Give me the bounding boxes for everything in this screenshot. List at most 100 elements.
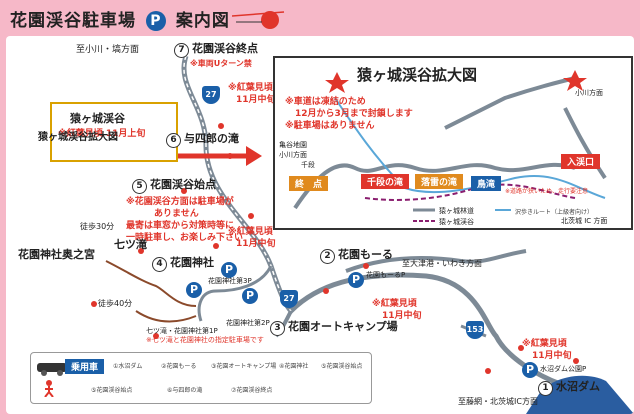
inset-caution: ※道路が狭いため、走行要注意	[505, 188, 589, 195]
dam-lot: 水沼ダム公園P	[540, 365, 587, 373]
sarugajo-arrow-label: 猿ヶ城渓谷拡大図	[38, 132, 118, 143]
inset-legend-walk: 沢歩きルート（上級者向け）	[515, 209, 594, 216]
title-right: 案内図	[175, 11, 230, 31]
inset-title: 猿ヶ城渓谷拡大図	[357, 66, 478, 84]
koyo-7-line2: 11月中旬	[236, 95, 276, 105]
legend-row2-item3: ⑦花園渓谷終点	[231, 387, 273, 394]
parking-icon-mall: P	[348, 272, 364, 288]
inset-note: ※車道は凍結のため 12月から3月まで封鎖します ※駐車場はありません	[285, 96, 413, 132]
parking-icon-shrine-3: P	[221, 262, 237, 278]
inset-entrance: 入渓口	[561, 154, 601, 169]
parking-icon-shrine: P	[186, 282, 202, 298]
point-1-name: 水沼ダム	[556, 380, 600, 393]
point-5-number: 5	[132, 179, 147, 194]
koyo-4-line2: 11月中旬	[236, 239, 276, 249]
logo-icon	[232, 11, 285, 29]
koyo-4-line1: ※紅葉見頃	[228, 227, 273, 237]
point-6-name: 与四郎の滝	[184, 132, 239, 145]
sarugajo-inset: 猿ヶ城渓谷拡大図 ※車道は凍結のため 12月から3月まで封鎖します ※駐車場はあ…	[273, 56, 633, 230]
point-7-note: ※車両Uターン禁	[190, 59, 252, 68]
legend-row1-item5: ⑤花園渓谷始点	[321, 363, 363, 370]
point-4-name: 花園神社	[170, 256, 214, 269]
title-left: 花園渓谷駐車場	[10, 11, 136, 31]
walk-40-min: 徒歩40分	[98, 299, 133, 308]
inset-ogawa2: 小川方面	[279, 151, 307, 159]
point-5-note-4: 一時駐車し、お楽しみ下さい	[126, 233, 244, 243]
point-3-number: 3	[270, 321, 285, 336]
point-7-name: 花園渓谷終点	[192, 42, 258, 55]
inset-legend-road: 猿ヶ城林道	[439, 207, 474, 215]
point-7-number: 7	[174, 43, 189, 58]
header: 花園渓谷駐車場 P 案内図	[0, 0, 640, 36]
point-5-note-1: ※花園渓谷方面は駐車場が	[126, 197, 234, 207]
koyo-7-line1: ※紅葉見頃	[228, 83, 273, 93]
okunomiya: 花園神社奥之宮	[18, 248, 95, 261]
legend-row1-item4: ④花園神社	[279, 363, 309, 370]
point-4-number: 4	[152, 257, 167, 272]
point-6-number: 6	[166, 133, 181, 148]
koyo-1-line1: ※紅葉見頃	[522, 339, 567, 349]
page-title: 花園渓谷駐車場 P 案内図	[10, 6, 230, 31]
mall-lot: 花園もーるP	[366, 271, 406, 279]
inset-legend-hike: 猿ヶ城渓谷	[439, 218, 474, 226]
parking-icon-dam: P	[522, 362, 538, 378]
koyo-1-line2: 11月中旬	[532, 351, 572, 361]
point-2-number: 2	[320, 249, 335, 264]
tsudai-direction: 至大津港・いわき方面	[402, 259, 482, 268]
point-5-name: 花園渓谷始点	[150, 178, 216, 191]
legend-row1-item3: ③花園オートキャンプ場	[211, 363, 277, 370]
walk-30-min: 徒歩30分	[80, 222, 115, 231]
inset-kamegai: 亀谷地園	[279, 141, 307, 149]
car-label: 乗用車	[65, 359, 105, 374]
inset-layer	[293, 70, 607, 222]
koyo-2-line2: 11月中旬	[382, 311, 422, 321]
legend-row1-item2: ②花園もーる	[161, 363, 197, 370]
walker-icon	[44, 380, 54, 397]
parking-icon-shrine-2: P	[242, 288, 258, 304]
route-153-shield: 153	[466, 321, 484, 339]
route-27-shield: 27	[202, 86, 220, 104]
inset-ogawa: 小川方面	[575, 89, 603, 97]
shrine-lot-note: ※七ツ滝と花園神社の指定駐車場です	[146, 336, 264, 344]
kitaibaraki-direction: 至藤網・北茨城IC方面	[458, 397, 538, 406]
inset-note-2: 12月から3月まで封鎖します	[295, 109, 413, 119]
inset-endpoint: 終 点	[289, 176, 329, 191]
legend-row1-item1: ①水沼ダム	[113, 363, 143, 370]
inset-note-3: ※駐車場はありません	[285, 121, 375, 131]
point-5-note-2: ありません	[154, 209, 199, 219]
sarugajo-name: 猿ヶ城渓谷	[70, 112, 125, 125]
point-3-name: 花園オートキャンプ場	[288, 320, 398, 333]
car-icon	[37, 363, 67, 376]
inset-note-1: ※車道は凍結のため	[285, 97, 366, 107]
inset-senjiki-falls: 千段の滝	[361, 174, 410, 189]
inset-senjiki: 千段	[301, 161, 315, 169]
point-5-note-3: 最寄は車窓から対策時等に	[126, 221, 235, 231]
shrine-lot-3: 花園神社第3P	[208, 277, 252, 285]
legend-row2-item1: ⑤花園渓谷始点	[91, 387, 133, 394]
sarugajo-note: ※紅葉見頃 11月上旬	[58, 129, 146, 139]
nanatsu-falls: 七ツ滝	[114, 238, 147, 251]
distance-legend: 乗用車 ①水沼ダム ②花園もーる ③花園オートキャンプ場 ④花園神社 ⑤花園渓谷…	[30, 352, 372, 404]
parking-icon: P	[145, 11, 166, 31]
sarugajo-box: 猿ヶ城渓谷 ※紅葉見頃 11月上旬	[50, 102, 178, 162]
inset-tori: 鳥滝	[471, 176, 502, 191]
koyo-2-line1: ※紅葉見頃	[372, 299, 417, 309]
inset-kitaibaraki: 北茨城 IC 方面	[561, 217, 608, 225]
legend-row2-item2: ⑥与四郎の滝	[167, 387, 203, 394]
shrine-lot-2: 花園神社第2P	[226, 319, 270, 327]
point-2-name: 花園もーる	[338, 248, 393, 261]
point-1-number: 1	[538, 381, 553, 396]
point-5-note: ※花園渓谷方面は駐車場が ありません 最寄は車窓から対策時等に 一時駐車し、お楽…	[126, 196, 243, 244]
ogawa-direction: 至小川・塙方面	[76, 45, 140, 55]
route-27-shield-2: 27	[280, 290, 298, 308]
shrine-lot-1: 七ツ滝・花園神社第1P	[146, 327, 218, 335]
inset-furo-falls: 落雷の滝	[415, 174, 464, 189]
